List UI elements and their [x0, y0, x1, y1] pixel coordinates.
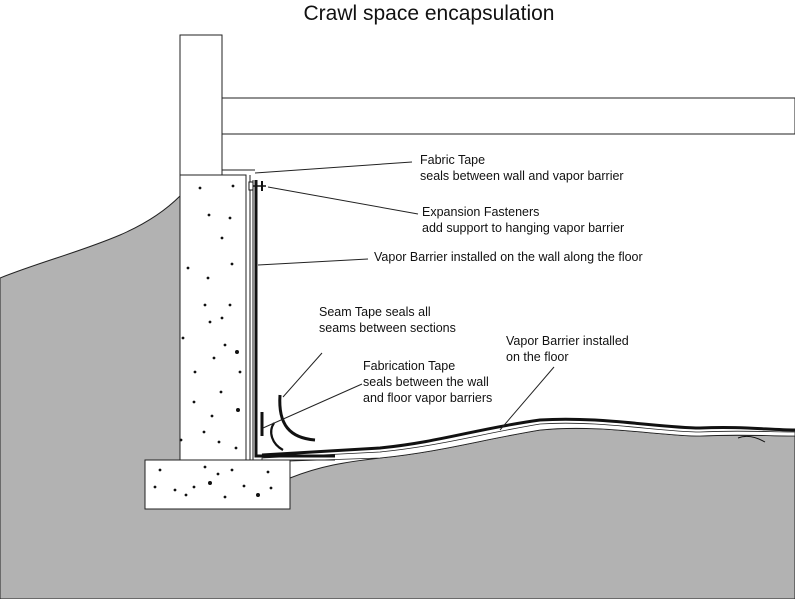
leader-vapor-barrier-floor	[499, 366, 555, 431]
footing-aggregate	[153, 465, 273, 499]
label-vapor-barrier-floor-line2: on the floor	[506, 350, 569, 364]
leader-vapor-barrier-wall	[257, 258, 369, 266]
label-vapor-barrier-floor-line1: Vapor Barrier installed	[506, 334, 629, 348]
wall-vapor-barrier-edge	[252, 180, 335, 461]
label-fabrication-tape-line2: seals between the wall	[363, 375, 489, 389]
label-fabrication-tape-line3: and floor vapor barriers	[363, 391, 493, 405]
diagram-title: Crawl space encapsulation	[303, 2, 555, 25]
leader-fabrication-tape	[262, 383, 363, 429]
label-vapor-barrier-wall: Vapor Barrier installed on the wall alon…	[374, 249, 643, 265]
floor-barrier-end-curl	[737, 435, 766, 443]
sill-post	[179, 34, 223, 176]
wall-vapor-barrier	[254, 180, 335, 458]
seam-tape-curve-small	[270, 422, 284, 451]
leader-seam-tape	[282, 352, 323, 398]
label-vapor-barrier-floor: Vapor Barrier installed on the floor	[506, 333, 629, 365]
floor-joist	[221, 97, 795, 135]
label-fabrication-tape: Fabrication Tape seals between the wall …	[363, 358, 492, 406]
soil-gap-highlight	[261, 422, 795, 463]
leader-expansion-fasteners	[267, 186, 419, 215]
footing	[144, 459, 291, 510]
label-expansion-fasteners: Expansion Fasteners add support to hangi…	[422, 204, 624, 236]
label-fabric-tape-line1: Fabric Tape	[420, 153, 486, 167]
leader-lines	[254, 161, 555, 431]
foundation-wall	[179, 174, 247, 461]
label-expansion-fasteners-line1: Expansion Fasteners	[422, 205, 540, 219]
seam-tape-curve	[278, 394, 316, 442]
label-seam-tape-line1: Seam Tape seals all	[319, 305, 431, 319]
wall-aggregate	[179, 184, 242, 450]
floor-vapor-barrier	[261, 417, 795, 457]
label-seam-tape: Seam Tape seals all seams between sectio…	[319, 304, 456, 336]
label-fabric-tape-line2: seals between wall and vapor barrier	[420, 169, 624, 183]
label-expansion-fasteners-line2: add support to hanging vapor barrier	[422, 221, 625, 235]
label-fabrication-tape-line1: Fabrication Tape	[363, 359, 456, 373]
label-vapor-barrier-wall-line1: Vapor Barrier installed on the wall alon…	[374, 250, 643, 264]
label-seam-tape-line2: seams between sections	[319, 321, 456, 335]
expansion-fastener-icon	[248, 181, 266, 191]
leader-fabric-tape	[254, 161, 413, 174]
label-fabric-tape: Fabric Tape seals between wall and vapor…	[420, 152, 624, 184]
